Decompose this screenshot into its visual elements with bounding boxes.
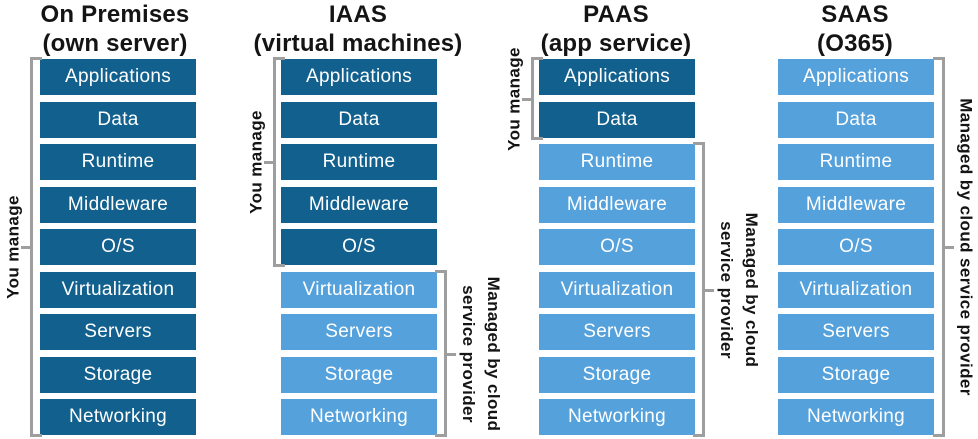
title-line: (virtual machines)	[253, 30, 463, 57]
layer-box-o-s: O/S	[281, 229, 437, 265]
you-manage-label-on-premises: You manage	[1, 195, 26, 299]
bracket-tick	[945, 246, 954, 249]
bracket-arm-bottom	[273, 264, 285, 267]
bracket-tick	[705, 289, 714, 292]
bracket-arm-top	[435, 270, 447, 273]
layer-box-virtualization: Virtualization	[539, 272, 695, 308]
bracket-arm-bottom	[531, 137, 543, 140]
layer-box-applications: Applications	[539, 59, 695, 95]
title-line: IAAS	[328, 1, 388, 28]
bracket-line	[942, 57, 945, 437]
provider-label-text: Managed by cloud	[484, 276, 503, 431]
layer-box-o-s: O/S	[778, 229, 934, 265]
layer-box-data: Data	[778, 102, 934, 138]
layer-box-data: Data	[40, 102, 196, 138]
bracket-line	[531, 57, 534, 140]
layer-box-data: Data	[539, 102, 695, 138]
layer-box-storage: Storage	[539, 357, 695, 393]
you-manage-label-text: You manage	[504, 46, 524, 151]
layer-box-middleware: Middleware	[40, 187, 196, 223]
bracket-arm-top	[933, 57, 945, 60]
layer-box-servers: Servers	[539, 314, 695, 350]
provider-label-saas: Managed by cloud service provider	[954, 98, 978, 396]
provider-label-text: Managed by cloud service provider	[956, 98, 976, 396]
layer-box-servers: Servers	[281, 314, 437, 350]
layer-box-networking: Networking	[281, 399, 437, 435]
title-line: (app service)	[540, 30, 692, 57]
bracket-arm-bottom	[693, 434, 705, 437]
layer-box-middleware: Middleware	[539, 187, 695, 223]
title-line: PAAS	[583, 1, 649, 28]
layer-box-o-s: O/S	[40, 229, 196, 265]
column-title-paas: PAAS(app service)	[486, 0, 746, 58]
bracket-tick	[522, 98, 531, 101]
you-manage-label-iaas: You manage	[244, 110, 269, 214]
layer-box-o-s: O/S	[539, 229, 695, 265]
provider-label-paas: Managed by cloud service provider	[714, 212, 764, 367]
bracket-line	[702, 142, 705, 437]
title-line: (own server)	[42, 30, 188, 57]
layer-box-applications: Applications	[778, 59, 934, 95]
layer-box-virtualization: Virtualization	[778, 272, 934, 308]
title-line: SAAS	[821, 1, 889, 28]
bracket-line	[30, 57, 33, 437]
bracket-line	[444, 270, 447, 437]
bracket-tick	[447, 353, 456, 356]
layer-box-servers: Servers	[40, 314, 196, 350]
bracket-arm-top	[693, 142, 705, 145]
provider-label-text: service provider	[459, 284, 478, 423]
bracket-line	[273, 57, 276, 267]
layer-box-runtime: Runtime	[281, 144, 437, 180]
layer-box-servers: Servers	[778, 314, 934, 350]
bracket-tick	[21, 246, 30, 249]
layer-box-networking: Networking	[40, 399, 196, 435]
layer-box-runtime: Runtime	[40, 144, 196, 180]
layer-box-runtime: Runtime	[778, 144, 934, 180]
column-title-iaas: IAAS(virtual machines)	[228, 0, 488, 58]
bracket-arm-top	[30, 57, 42, 60]
you-manage-label-text: You manage	[246, 110, 266, 214]
bracket-arm-bottom	[30, 434, 42, 437]
column-title-on-premises: On Premises(own server)	[0, 0, 245, 58]
bracket-arm-bottom	[435, 434, 447, 437]
layer-box-storage: Storage	[281, 357, 437, 393]
column-title-saas: SAAS(O365)	[725, 0, 978, 58]
bracket-arm-top	[531, 57, 543, 60]
layer-box-middleware: Middleware	[778, 187, 934, 223]
provider-label-text: service provider	[717, 220, 736, 359]
provider-label-text: Managed by cloud	[742, 212, 761, 367]
provider-label-iaas: Managed by cloud service provider	[456, 276, 506, 431]
title-line: (O365)	[817, 30, 893, 57]
you-manage-label-paas: You manage	[502, 47, 527, 151]
layer-box-virtualization: Virtualization	[281, 272, 437, 308]
layer-box-applications: Applications	[40, 59, 196, 95]
bracket-arm-top	[273, 57, 285, 60]
bracket-tick	[264, 161, 273, 164]
layer-box-applications: Applications	[281, 59, 437, 95]
layer-box-runtime: Runtime	[539, 144, 695, 180]
title-line: On Premises	[40, 1, 190, 28]
layer-box-networking: Networking	[778, 399, 934, 435]
layer-box-storage: Storage	[40, 357, 196, 393]
bracket-arm-bottom	[933, 434, 945, 437]
layer-box-networking: Networking	[539, 399, 695, 435]
layer-box-storage: Storage	[778, 357, 934, 393]
layer-box-virtualization: Virtualization	[40, 272, 196, 308]
you-manage-label-text: You manage	[3, 195, 23, 299]
layer-box-middleware: Middleware	[281, 187, 437, 223]
layer-box-data: Data	[281, 102, 437, 138]
